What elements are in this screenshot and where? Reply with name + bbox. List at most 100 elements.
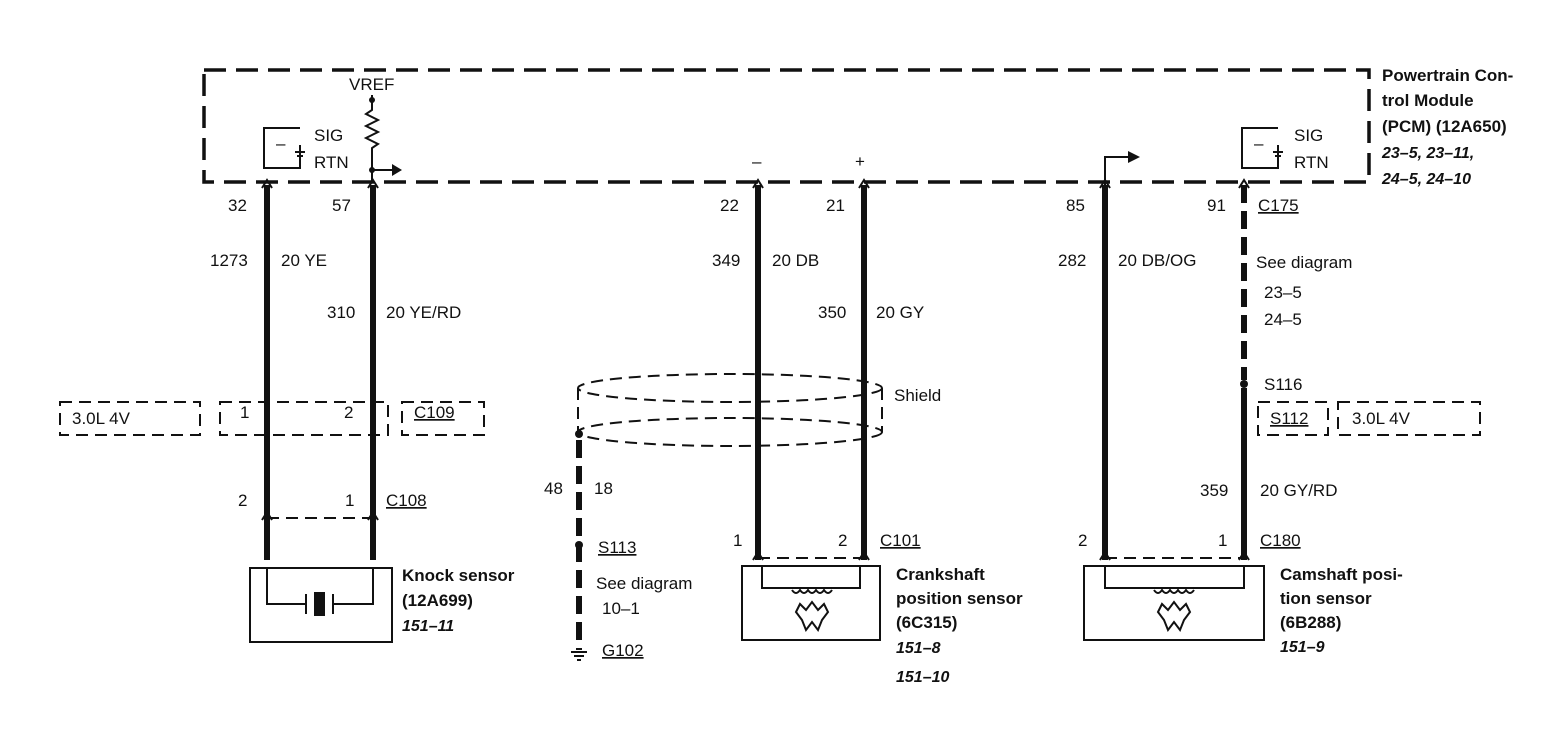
- cam-name3: (6B288): [1280, 613, 1341, 632]
- c101-label: C101: [880, 531, 921, 550]
- terminal-icon: [858, 178, 870, 189]
- s113-splice-node: [575, 541, 583, 549]
- pcm-title-line2: trol Module: [1382, 91, 1474, 110]
- c108-pin1: 1: [345, 491, 354, 510]
- cam-name2: tion sensor: [1280, 589, 1372, 608]
- shield-sides: [577, 388, 883, 432]
- shield-circuit-48: 48: [544, 479, 563, 498]
- crank-wire-20db: 20 DB: [772, 251, 819, 270]
- s116-label: S116: [1264, 375, 1302, 394]
- knock-wire-20yerd: 20 YE/RD: [386, 303, 461, 322]
- knock-sensor-box: [249, 567, 393, 643]
- cam-minus-label: –: [1254, 134, 1264, 153]
- crank-wire-20gy: 20 GY: [876, 303, 924, 322]
- crank-minus: –: [752, 152, 762, 171]
- pcm-ref-line2: 24–5, 24–10: [1381, 171, 1471, 188]
- crank-pin-21: 21: [826, 196, 845, 215]
- terminal-icon: [1238, 550, 1250, 561]
- knock-plates: [305, 594, 334, 614]
- cam-ground-tie: [1104, 156, 1128, 185]
- crank-pin-22: 22: [720, 196, 739, 215]
- crank-name2: position sensor: [896, 589, 1023, 608]
- cam-pin-85: 85: [1066, 196, 1085, 215]
- piezo-crystal-icon: [314, 592, 325, 616]
- knock-wire-20ye: 20 YE: [281, 251, 327, 270]
- terminal-icon: [367, 510, 379, 521]
- cam-see1: See diagram: [1256, 253, 1352, 272]
- cam-ref: 151–9: [1280, 639, 1325, 656]
- c175-label: C175: [1258, 196, 1299, 215]
- terminal-icon: [1099, 178, 1111, 189]
- vref-label: VREF: [349, 75, 394, 94]
- terminal-icon: [261, 510, 273, 521]
- cam-circuit-359: 359: [1200, 481, 1228, 500]
- shield-ellipse-top: [577, 373, 883, 403]
- s112-tag-box: [1257, 401, 1329, 436]
- knock-ref: 151–11: [402, 618, 454, 635]
- knock-circuit-1273: 1273: [210, 251, 248, 270]
- crank-ref2: 151–10: [896, 669, 949, 686]
- ground-symbol-icon: [1273, 151, 1283, 161]
- cam-sensor-box: [1083, 565, 1265, 641]
- reluctor-wheel-icon: [1156, 600, 1192, 633]
- terminal-icon: [752, 178, 764, 189]
- cam-rtn-label: RTN: [1294, 153, 1329, 172]
- c180-pin2: 2: [1078, 531, 1087, 550]
- crank-circuit-349: 349: [712, 251, 740, 270]
- engine-tag-left: 3.0L 4V: [72, 409, 131, 428]
- crank-name1: Crankshaft: [896, 565, 985, 584]
- cam-name1: Camshaft posi-: [1280, 565, 1403, 584]
- shield-see1: See diagram: [596, 574, 692, 593]
- engine-tag-box: [59, 401, 201, 436]
- knock-minus-label: –: [276, 134, 286, 153]
- c108-label: C108: [386, 491, 427, 510]
- signal-ground-icon: [392, 164, 402, 176]
- ground-symbol-icon: [295, 151, 305, 161]
- c101-pin2: 2: [838, 531, 847, 550]
- resistor-icon: [363, 95, 381, 182]
- engine-tag-right: 3.0L 4V: [1352, 409, 1411, 428]
- engine-tag-box-right: [1337, 401, 1481, 436]
- s112-label: S112: [1270, 409, 1308, 428]
- terminal-icon: [367, 178, 379, 189]
- cam-pin-91: 91: [1207, 196, 1226, 215]
- ground-icon: [571, 651, 587, 661]
- knock-sensor-leads: [266, 568, 374, 605]
- cam-sig-label: SIG: [1294, 126, 1323, 145]
- s113-label: S113: [598, 538, 636, 557]
- cam-wire-20dbog: 20 DB/OG: [1118, 251, 1196, 270]
- knock-circuit-310: 310: [327, 303, 355, 322]
- shield-ellipse-bottom: [577, 417, 883, 447]
- c109-tag-box: [401, 401, 485, 436]
- c180-pin1: 1: [1218, 531, 1227, 550]
- terminal-icon: [1238, 178, 1250, 189]
- knock-name1: Knock sensor: [402, 566, 515, 585]
- shield-see2: 10–1: [602, 599, 640, 618]
- reluctor-wheel-icon: [794, 600, 830, 633]
- crank-plus: +: [855, 152, 865, 171]
- c108-pin2: 2: [238, 491, 247, 510]
- terminal-icon: [752, 550, 764, 561]
- knock-pin-32: 32: [228, 196, 247, 215]
- signal-ground-icon: [1128, 151, 1140, 163]
- pcm-ref-line1: 23–5, 23–11,: [1381, 145, 1474, 162]
- crank-circuit-350: 350: [818, 303, 846, 322]
- c109-pin2: 2: [344, 403, 353, 422]
- terminal-icon: [261, 178, 273, 189]
- pcm-module-box: [202, 68, 1371, 184]
- crank-name3: (6C315): [896, 613, 957, 632]
- s116-splice-node: [1240, 380, 1248, 388]
- cam-see3: 24–5: [1264, 310, 1302, 329]
- coil-icon: [791, 588, 833, 594]
- c109-connector-box: [219, 401, 389, 436]
- knock-rtn-label: RTN: [314, 153, 349, 172]
- vref-node: [369, 97, 375, 103]
- c109-pin1: 1: [240, 403, 249, 422]
- pcm-title-line1: Powertrain Con-: [1382, 66, 1513, 85]
- terminal-icon: [1099, 550, 1111, 561]
- c101-pin1: 1: [733, 531, 742, 550]
- coil-icon: [1153, 588, 1195, 594]
- c180-label: C180: [1260, 531, 1301, 550]
- cam-wire-20gyrd: 20 GY/RD: [1260, 481, 1337, 500]
